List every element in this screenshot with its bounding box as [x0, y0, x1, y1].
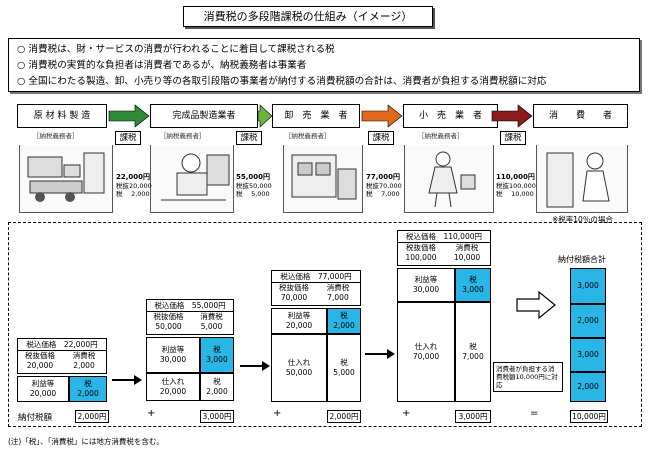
total-stack-2: 2,000	[570, 304, 606, 338]
transaction-tax: 税 10,000	[496, 190, 534, 198]
illustration-factory	[19, 145, 113, 213]
transaction-tax: 税 2,000	[116, 190, 150, 198]
total-stack-1: 3,000	[570, 268, 606, 304]
transaction-tax: 税 7,000	[366, 190, 400, 198]
consumer-note: 消費者が負担する消費税額10,000円に対応	[493, 362, 563, 392]
transaction-base: 税抜50,000	[236, 182, 272, 190]
paid-1: 2,000円	[75, 410, 109, 423]
stage-consumer: 消 費 者	[533, 104, 628, 128]
paid-4: 3,000円	[455, 410, 491, 423]
op-plus-3: +	[402, 408, 411, 419]
transaction-base: 税抜20,000	[116, 182, 152, 190]
worker-icon	[161, 153, 230, 201]
tax-label-2: 課税	[236, 131, 262, 145]
page-title: 消費税の多段階課税の仕組み（イメージ）	[183, 6, 433, 27]
flow-arrow-2	[257, 104, 273, 128]
total-label: 納付税額合計	[558, 255, 606, 264]
bullet-3: ○ 全国にわたる製造、卸、小売り等の各取引段階の事業者が納付する消費税額の合計は…	[17, 76, 547, 87]
transaction-4: 110,000円 税抜100,000 税 10,000	[496, 172, 538, 198]
illustration-wholesale	[283, 145, 363, 213]
footnote: (注)「税」、「消費税」には地方消費税を含む。	[8, 437, 164, 446]
transaction-3: 77,000円 税抜70,000 税 7,000	[366, 172, 406, 198]
flow-arrow-3	[361, 104, 403, 128]
column-arrow-1	[112, 375, 142, 385]
transaction-2: 55,000円 税抜50,000 税 5,000	[236, 172, 276, 198]
consumer-icon	[546, 152, 610, 208]
transaction-price: 55,000円	[236, 173, 271, 181]
stage-sub-3: ［納税義務者］	[285, 132, 331, 140]
stage-retailer: 小 売 業 者	[403, 104, 498, 128]
op-plus-2: +	[273, 408, 282, 419]
op-equals: =	[530, 408, 539, 419]
op-plus-1: +	[147, 408, 156, 419]
illustration-consumer	[536, 145, 628, 213]
tax-label-4: 課税	[500, 131, 526, 145]
stage-sub-2: ［納税義務者］	[160, 132, 206, 140]
summary-box: ○ 消費税は、財・サービスの消費が行われることに着目して課税される税 ○ 消費税…	[8, 38, 640, 92]
paid-2: 3,000円	[200, 410, 234, 423]
shopper-icon	[428, 151, 476, 208]
truck-icon	[27, 152, 105, 202]
total-value: 10,000円	[570, 410, 608, 423]
bullet-2: ○ 消費税の実質的な負担者は消費者であるが、納税義務者は事業者	[17, 60, 307, 71]
paid-3: 2,000円	[327, 410, 361, 423]
tax-label-3: 課税	[368, 131, 394, 145]
tax-label-1: 課税	[115, 131, 141, 145]
transaction-1: 22,000円 税抜20,000 税 2,000	[116, 172, 152, 198]
stage-sub-1: ［納税義務者］	[33, 132, 79, 140]
illustration-retail	[404, 145, 494, 213]
total-stack-3: 3,000	[570, 338, 606, 372]
transaction-price: 77,000円	[366, 173, 401, 181]
transaction-tax: 税 5,000	[236, 190, 270, 198]
stage-sub-4: ［納税義務者］	[418, 132, 464, 140]
stage-manufacturer: 完成品製造業者	[150, 104, 258, 128]
column-arrow-2	[240, 361, 270, 371]
col3-incl: 税込価格 77,000円	[271, 270, 361, 283]
stage-wholesaler: 卸 売 業 者	[272, 104, 360, 128]
stage-raw-material: 原 材 料 製 造	[17, 104, 107, 128]
store-icon	[291, 154, 357, 200]
illustration-manufacturing	[150, 145, 234, 213]
transaction-price: 110,000円	[496, 173, 535, 181]
total-arrow	[516, 290, 556, 320]
bullet-1: ○ 消費税は、財・サービスの消費が行われることに着目して課税される税	[17, 44, 335, 55]
flow-arrow-4	[491, 104, 533, 128]
transaction-base: 税抜70,000	[366, 182, 402, 190]
transaction-price: 22,000円	[116, 173, 151, 181]
total-stack-4: 2,000	[570, 372, 606, 402]
flow-arrow-1	[108, 104, 150, 128]
column-arrow-3	[365, 349, 395, 359]
tax-breakdown-panel	[8, 222, 642, 427]
transaction-base: 税抜100,000	[496, 182, 536, 190]
paid-label: 納付税額	[18, 413, 53, 423]
rate-note: ※税率10％の場合	[552, 215, 613, 224]
